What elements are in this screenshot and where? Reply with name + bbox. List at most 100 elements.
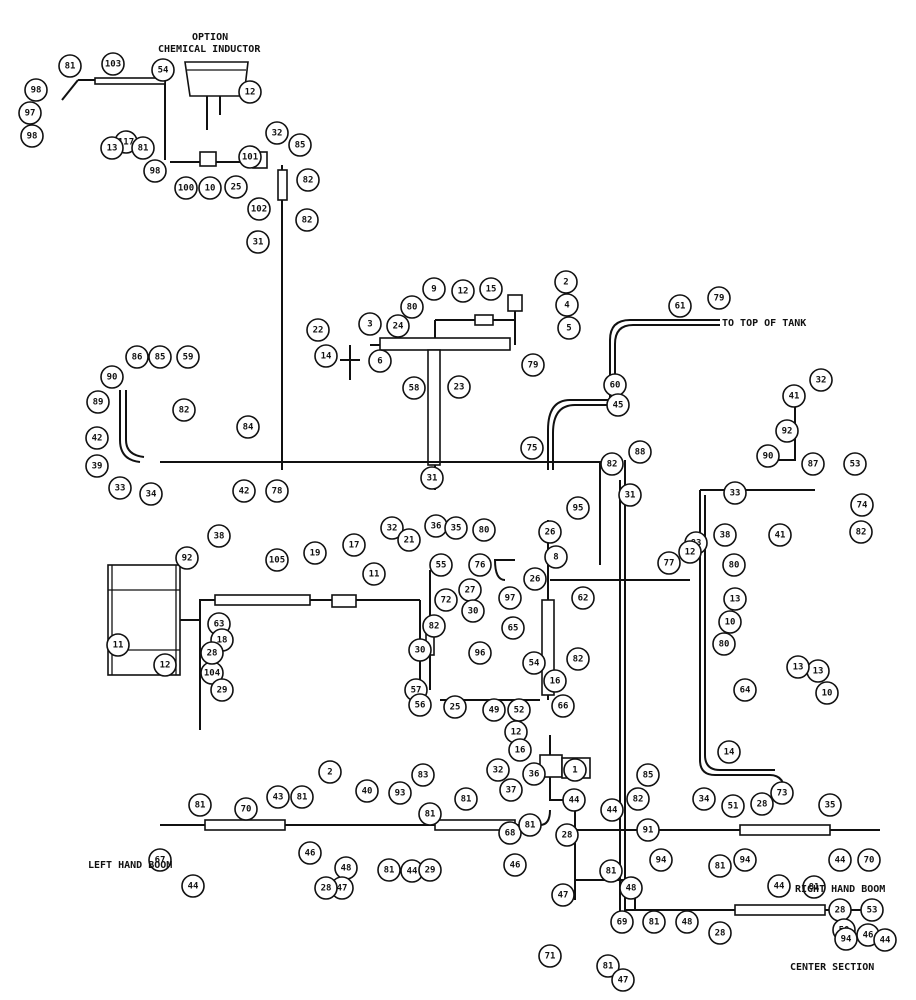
callout-number: 19 — [310, 549, 321, 559]
callout-number: 44 — [407, 867, 418, 877]
callout-97: 97 — [18, 101, 42, 125]
callout-circle — [86, 390, 110, 414]
callout-52: 52 — [507, 698, 531, 722]
callout-circle — [538, 520, 562, 544]
callout-78: 78 — [265, 479, 289, 503]
callout-circle — [296, 168, 320, 192]
callout-23: 23 — [447, 375, 471, 399]
callout-circle — [713, 523, 737, 547]
callout-number: 81 — [715, 862, 726, 872]
callout-55: 55 — [429, 553, 453, 577]
callout-number: 52 — [514, 706, 525, 716]
callout-32: 32 — [380, 516, 404, 540]
callout-number: 73 — [777, 789, 788, 799]
callout-number: 67 — [155, 856, 166, 866]
callout-85: 85 — [636, 763, 660, 787]
callout-29: 29 — [210, 678, 234, 702]
callout-number: 14 — [724, 748, 735, 758]
callout-36: 36 — [424, 514, 448, 538]
callout-number: 45 — [613, 401, 624, 411]
callout-number: 18 — [217, 636, 228, 646]
callout-circle — [566, 496, 590, 520]
callout-101: 101 — [238, 145, 262, 169]
callout-circle — [801, 452, 825, 476]
callout-number: 53 — [850, 460, 861, 470]
callout-number: 28 — [835, 906, 846, 916]
callout-circle — [708, 921, 732, 945]
callout-number: 38 — [720, 531, 731, 541]
callout-circle — [857, 848, 881, 872]
callout-81: 81 — [642, 910, 666, 934]
callout-number: 4 — [564, 301, 570, 311]
callout-circle — [24, 78, 48, 102]
callout-21: 21 — [397, 528, 421, 552]
callout-number: 28 — [321, 884, 332, 894]
callout-number: 97 — [25, 109, 36, 119]
callout-number: 81 — [384, 866, 395, 876]
callout-number: 70 — [241, 805, 252, 815]
callout-number: 33 — [115, 484, 126, 494]
callout-46: 46 — [503, 853, 527, 877]
callout-86: 86 — [125, 345, 149, 369]
callout-number: 98 — [27, 132, 38, 142]
callout-circle — [434, 588, 458, 612]
callout-circle — [786, 655, 810, 679]
callout-1: 1 — [563, 758, 587, 782]
callout-circle — [707, 286, 731, 310]
callout-circle — [544, 545, 568, 569]
callout-81: 81 — [290, 785, 314, 809]
callout-number: 81 — [425, 810, 436, 820]
callout-73: 73 — [770, 781, 794, 805]
callout-number: 28 — [757, 800, 768, 810]
callout-circle — [482, 698, 506, 722]
callout-number: 1 — [572, 766, 577, 776]
callout-38: 38 — [713, 523, 737, 547]
callout-number: 22 — [313, 326, 324, 336]
callout-number: 105 — [269, 556, 285, 566]
callout-circle — [501, 616, 525, 640]
callout-circle — [782, 384, 806, 408]
callout-76: 76 — [468, 553, 492, 577]
label-to-top-of-tank: TO TOP OF TANK — [722, 318, 806, 329]
callout-2: 2 — [318, 760, 342, 784]
callout-circle — [860, 898, 884, 922]
callout-12: 12 — [153, 653, 177, 677]
callout-circle — [175, 546, 199, 570]
callout-number: 11 — [113, 641, 124, 651]
callout-number: 48 — [626, 884, 637, 894]
callout-37: 37 — [499, 778, 523, 802]
callout-number: 31 — [253, 238, 264, 248]
label-option: OPTION — [192, 32, 228, 43]
callout-circle — [210, 678, 234, 702]
callout-circle — [100, 365, 124, 389]
callout-number: 94 — [841, 935, 852, 945]
callout-94: 94 — [834, 927, 858, 951]
callout-44: 44 — [767, 874, 791, 898]
callout-circle — [106, 633, 130, 657]
callout-circle — [486, 758, 510, 782]
callout-circle — [498, 586, 522, 610]
callout-70: 70 — [234, 797, 258, 821]
callout-number: 56 — [415, 701, 426, 711]
callout-12: 12 — [678, 540, 702, 564]
callout-circle — [418, 802, 442, 826]
callout-circle — [411, 763, 435, 787]
label-left-hand-boom: LEFT HAND BOOM — [88, 860, 172, 871]
callout-80: 80 — [400, 295, 424, 319]
callout-number: 76 — [475, 561, 486, 571]
callout-circle — [596, 954, 620, 978]
callout-circle — [454, 787, 478, 811]
callout-circle — [188, 793, 212, 817]
callout-circle — [85, 426, 109, 450]
callout-number: 14 — [321, 352, 332, 362]
callout-circle — [238, 80, 262, 104]
callout-circle — [265, 479, 289, 503]
callout-42: 42 — [85, 426, 109, 450]
callout-number: 54 — [158, 66, 169, 76]
callout-number: 16 — [515, 746, 526, 756]
callout-number: 15 — [486, 285, 497, 295]
callout-circle — [538, 944, 562, 968]
callout-95: 95 — [566, 496, 590, 520]
callout-25: 25 — [443, 695, 467, 719]
